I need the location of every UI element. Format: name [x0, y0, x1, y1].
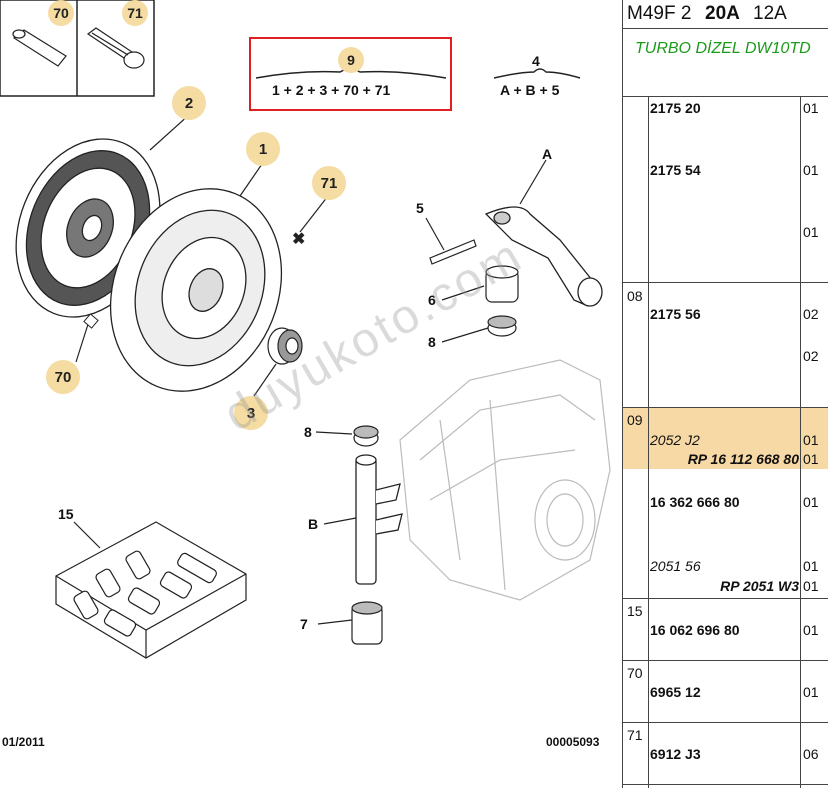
item-number: 71: [627, 727, 643, 743]
row-divider: [623, 598, 828, 599]
item-number: 08: [627, 288, 643, 304]
kit-box-15: [55, 521, 247, 659]
part-qty: 01: [803, 100, 819, 116]
callout-6: 6: [428, 292, 436, 308]
part-qty: 01: [803, 622, 819, 638]
kit-formula-box: [249, 37, 452, 111]
kit-formula: 1 + 2 + 3 + 70 + 71: [272, 82, 391, 98]
part-ref[interactable]: 2052 J2: [650, 432, 700, 448]
bubble-70: 70: [46, 360, 80, 394]
fork-shaft-B: [355, 454, 403, 585]
callout-B: B: [308, 516, 319, 532]
part-qty: 02: [803, 348, 819, 364]
group-formula: A + B + 5: [500, 82, 560, 98]
part-ref[interactable]: 16 362 666 80: [650, 494, 740, 510]
column-divider: [800, 96, 801, 788]
part-ref[interactable]: 2175 56: [650, 306, 701, 322]
ring-8: [487, 315, 517, 337]
footer-date: 01/2011: [2, 735, 45, 749]
engine-description: TURBO DİZEL DW10TD: [635, 40, 811, 57]
part-qty: 01: [803, 578, 819, 594]
group-number: 4: [532, 53, 540, 69]
part-ref[interactable]: 6912 J3: [650, 746, 701, 762]
part-ref[interactable]: 2051 56: [650, 558, 701, 574]
footer-code: 00005093: [546, 735, 600, 749]
column-divider: [648, 96, 649, 788]
part-qty: 06: [803, 746, 819, 762]
diagram-drawing: ✖: [0, 0, 611, 659]
release-bearing-3: [267, 327, 303, 365]
panel-header: M49F 2 20A 12A: [623, 0, 828, 29]
part-qty: 01: [803, 224, 819, 240]
bubble-9: 9: [338, 47, 364, 73]
bubble-1: 1: [246, 132, 280, 166]
row-divider: [623, 407, 828, 408]
stud-5: [429, 239, 477, 265]
bush-6: [485, 265, 519, 303]
part-qty: 01: [803, 558, 819, 574]
fastener-inset-box: [0, 0, 155, 97]
clutch-disc-2: [15, 138, 161, 318]
callout-5: 5: [416, 200, 424, 216]
part-ref[interactable]: 6965 12: [650, 684, 701, 700]
group-brace: [493, 68, 581, 79]
callout-A: A: [542, 146, 553, 162]
row-divider: [623, 784, 828, 785]
bolt-marker-x: ✖: [292, 231, 305, 248]
parts-list-panel: M49F 2 20A 12A TURBO DİZEL DW10TD 2175 2…: [622, 0, 828, 788]
bolt-71: [86, 27, 145, 69]
part-ref[interactable]: 2175 54: [650, 162, 701, 178]
dowel-pin-70: [12, 29, 67, 67]
part-qty: 01: [803, 451, 819, 467]
item-number: 09: [627, 412, 643, 428]
part-qty: 02: [803, 306, 819, 322]
highlighted-row: [623, 407, 828, 469]
header-model: M49F 2: [627, 3, 692, 24]
callout-8-lower: 8: [304, 424, 312, 440]
bubble-71: 71: [312, 166, 346, 200]
part-ref[interactable]: 2175 20: [650, 100, 701, 116]
row-divider: [623, 96, 828, 97]
callout-8: 8: [428, 334, 436, 350]
callout-15: 15: [58, 506, 74, 522]
row-divider: [623, 722, 828, 723]
bubble-3: 3: [234, 396, 268, 430]
header-variant: 12A: [753, 3, 787, 24]
row-divider: [623, 282, 828, 283]
pressure-plate-1: [109, 188, 283, 392]
exploded-parts-diagram: ✖ 70 71 2 1 71 70 3 9 1 + 2 + 3 + 70 + 7…: [0, 0, 611, 749]
part-qty: 01: [803, 684, 819, 700]
bubble-71-top: 71: [122, 0, 148, 26]
part-qty: 01: [803, 162, 819, 178]
part-qty: 01: [803, 432, 819, 448]
callout-7: 7: [300, 616, 308, 632]
item-number: 70: [627, 665, 643, 681]
bush-7: [351, 601, 383, 645]
part-qty: 01: [803, 494, 819, 510]
ring-8-lower: [353, 425, 379, 447]
row-divider: [623, 660, 828, 661]
gearbox-housing: [399, 359, 611, 601]
part-ref[interactable]: 16 062 696 80: [650, 622, 740, 638]
release-fork-A: [484, 206, 603, 307]
item-number: 15: [627, 603, 643, 619]
bubble-2: 2: [172, 86, 206, 120]
part-ref[interactable]: RP 16 112 668 80: [687, 451, 799, 467]
header-engine-code: 20A: [705, 3, 740, 24]
part-ref[interactable]: RP 2051 W3: [720, 578, 799, 594]
bubble-70-top: 70: [48, 0, 74, 26]
dowel-marker: [83, 313, 99, 329]
